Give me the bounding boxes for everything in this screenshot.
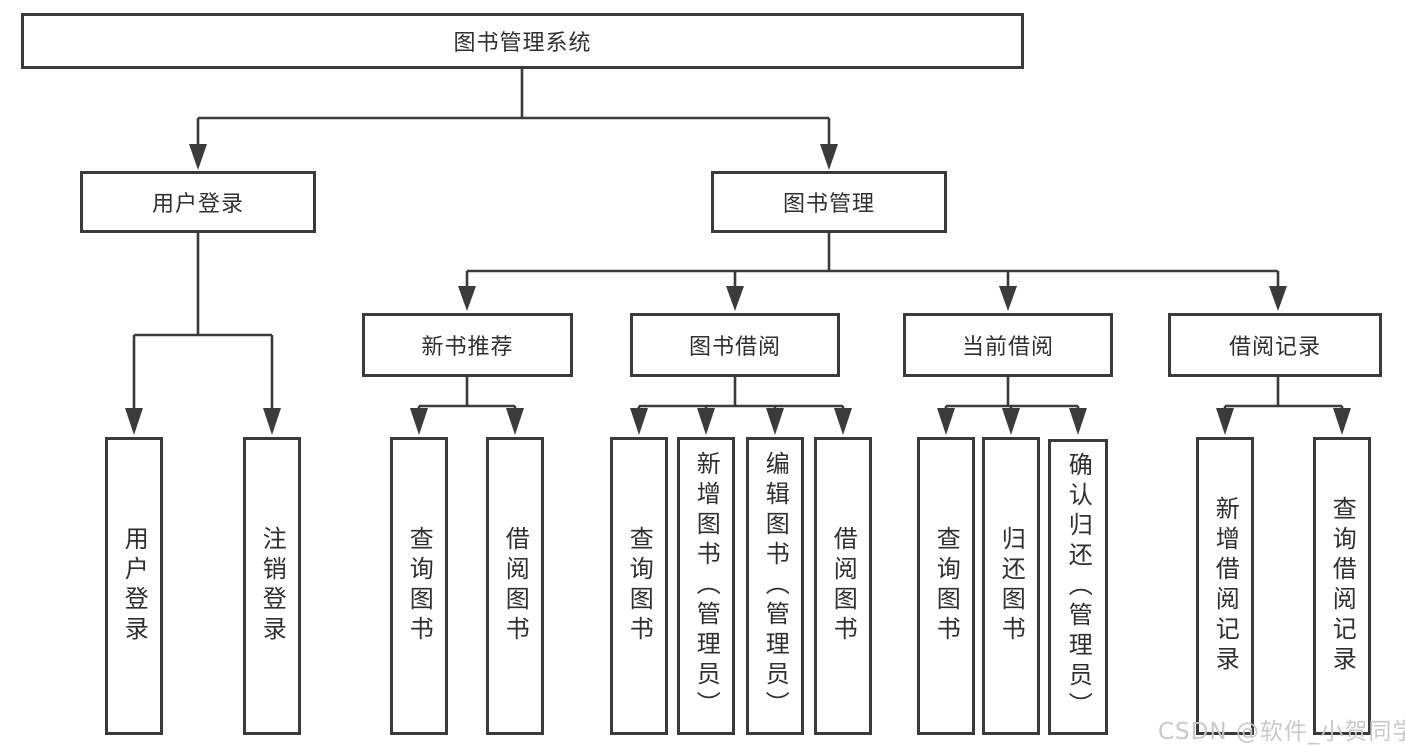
arrowhead-book-borrow (726, 286, 744, 311)
node-book-borrowing: 图书借阅 (630, 313, 840, 377)
node-new-book-recommend: 新书推荐 (362, 313, 573, 377)
leaf-rec-borrow-book: 借阅图书 (486, 437, 544, 735)
arrowhead-br-add-record (1216, 408, 1234, 435)
leaf-bb-edit-book: 编辑图书（管理员） (746, 437, 804, 735)
connector-new-book-rec-children (417, 377, 517, 412)
connector-borrow-records-children (1223, 377, 1344, 412)
node-current-borrowing: 当前借阅 (903, 313, 1113, 377)
connector-root-to-level2 (196, 69, 831, 146)
arrowhead-new-book-rec (458, 286, 476, 311)
leaf-br-add-record-label: 新增借阅记录 (1211, 496, 1240, 676)
arrowhead-bb-add-book (697, 408, 715, 435)
node-borrowing-records-label: 借阅记录 (1228, 335, 1321, 360)
node-book-borrowing-label: 图书借阅 (688, 335, 781, 360)
arrowhead-cb-confirm-return (1069, 408, 1087, 435)
node-user-login: 用户登录 (80, 171, 316, 233)
leaf-cb-return-book: 归还图书 (982, 437, 1040, 735)
arrowhead-cb-query-book (937, 408, 955, 435)
node-root-system: 图书管理系统 (21, 13, 1024, 69)
leaf-logout-label: 注销登录 (258, 526, 287, 646)
leaf-cb-query-book-label: 查询图书 (932, 526, 961, 646)
leaf-user-login-label: 用户登录 (120, 526, 149, 646)
connector-book-mgmt-children (465, 233, 1280, 288)
arrowhead-leaf-user-login (125, 408, 143, 435)
arrowhead-bb-query-book (630, 408, 648, 435)
arrowhead-leaf-logout (263, 408, 281, 435)
leaf-rec-borrow-book-label: 借阅图书 (501, 526, 530, 646)
arrowhead-rec-borrow-book (506, 408, 524, 435)
arrowhead-current-borrow (999, 286, 1017, 311)
node-borrowing-records: 借阅记录 (1168, 313, 1382, 377)
connector-book-borrow-children (637, 377, 845, 412)
leaf-bb-borrow-book-label: 借阅图书 (829, 526, 858, 646)
leaf-bb-add-book-label: 新增图书（管理员） (692, 451, 721, 721)
leaf-bb-query-book-label: 查询图书 (625, 526, 654, 646)
csdn-watermark: CSDN @软件_小贺同学 (1158, 719, 1405, 745)
leaf-bb-query-book: 查询图书 (610, 437, 668, 735)
arrowhead-bb-borrow-book (834, 408, 852, 435)
leaf-user-login: 用户登录 (105, 437, 163, 735)
arrowhead-br-query-record (1333, 408, 1351, 435)
leaf-br-query-record-label: 查询借阅记录 (1328, 496, 1357, 676)
leaf-cb-return-book-label: 归还图书 (997, 526, 1026, 646)
node-current-borrowing-label: 当前借阅 (961, 335, 1054, 360)
connector-user-login-children (132, 233, 274, 410)
node-root-system-label: 图书管理系统 (453, 31, 592, 56)
leaf-bb-borrow-book: 借阅图书 (814, 437, 872, 735)
node-book-management-label: 图书管理 (782, 192, 875, 217)
arrowhead-borrow-records (1269, 286, 1287, 311)
leaf-cb-confirm-return: 确认归还（管理员） (1048, 439, 1108, 735)
connector-current-borrow-children (944, 377, 1080, 412)
arrowhead-book-mgmt (820, 144, 838, 170)
arrowhead-bb-edit-book (766, 408, 784, 435)
leaf-br-query-record: 查询借阅记录 (1313, 437, 1371, 735)
node-user-login-label: 用户登录 (151, 192, 244, 217)
leaf-rec-query-book-label: 查询图书 (405, 526, 434, 646)
leaf-cb-query-book: 查询图书 (917, 437, 975, 735)
leaf-rec-query-book: 查询图书 (390, 437, 448, 735)
node-new-book-recommend-label: 新书推荐 (421, 335, 514, 360)
leaf-bb-edit-book-label: 编辑图书（管理员） (761, 451, 790, 721)
leaf-br-add-record: 新增借阅记录 (1196, 437, 1254, 735)
leaf-cb-confirm-return-label: 确认归还（管理员） (1064, 452, 1093, 722)
arrowhead-user-login (189, 144, 207, 170)
arrowhead-cb-return-book (1002, 408, 1020, 435)
node-book-management: 图书管理 (711, 171, 947, 233)
leaf-bb-add-book: 新增图书（管理员） (677, 437, 735, 735)
arrowhead-rec-query-book (410, 408, 428, 435)
leaf-logout: 注销登录 (243, 437, 301, 735)
